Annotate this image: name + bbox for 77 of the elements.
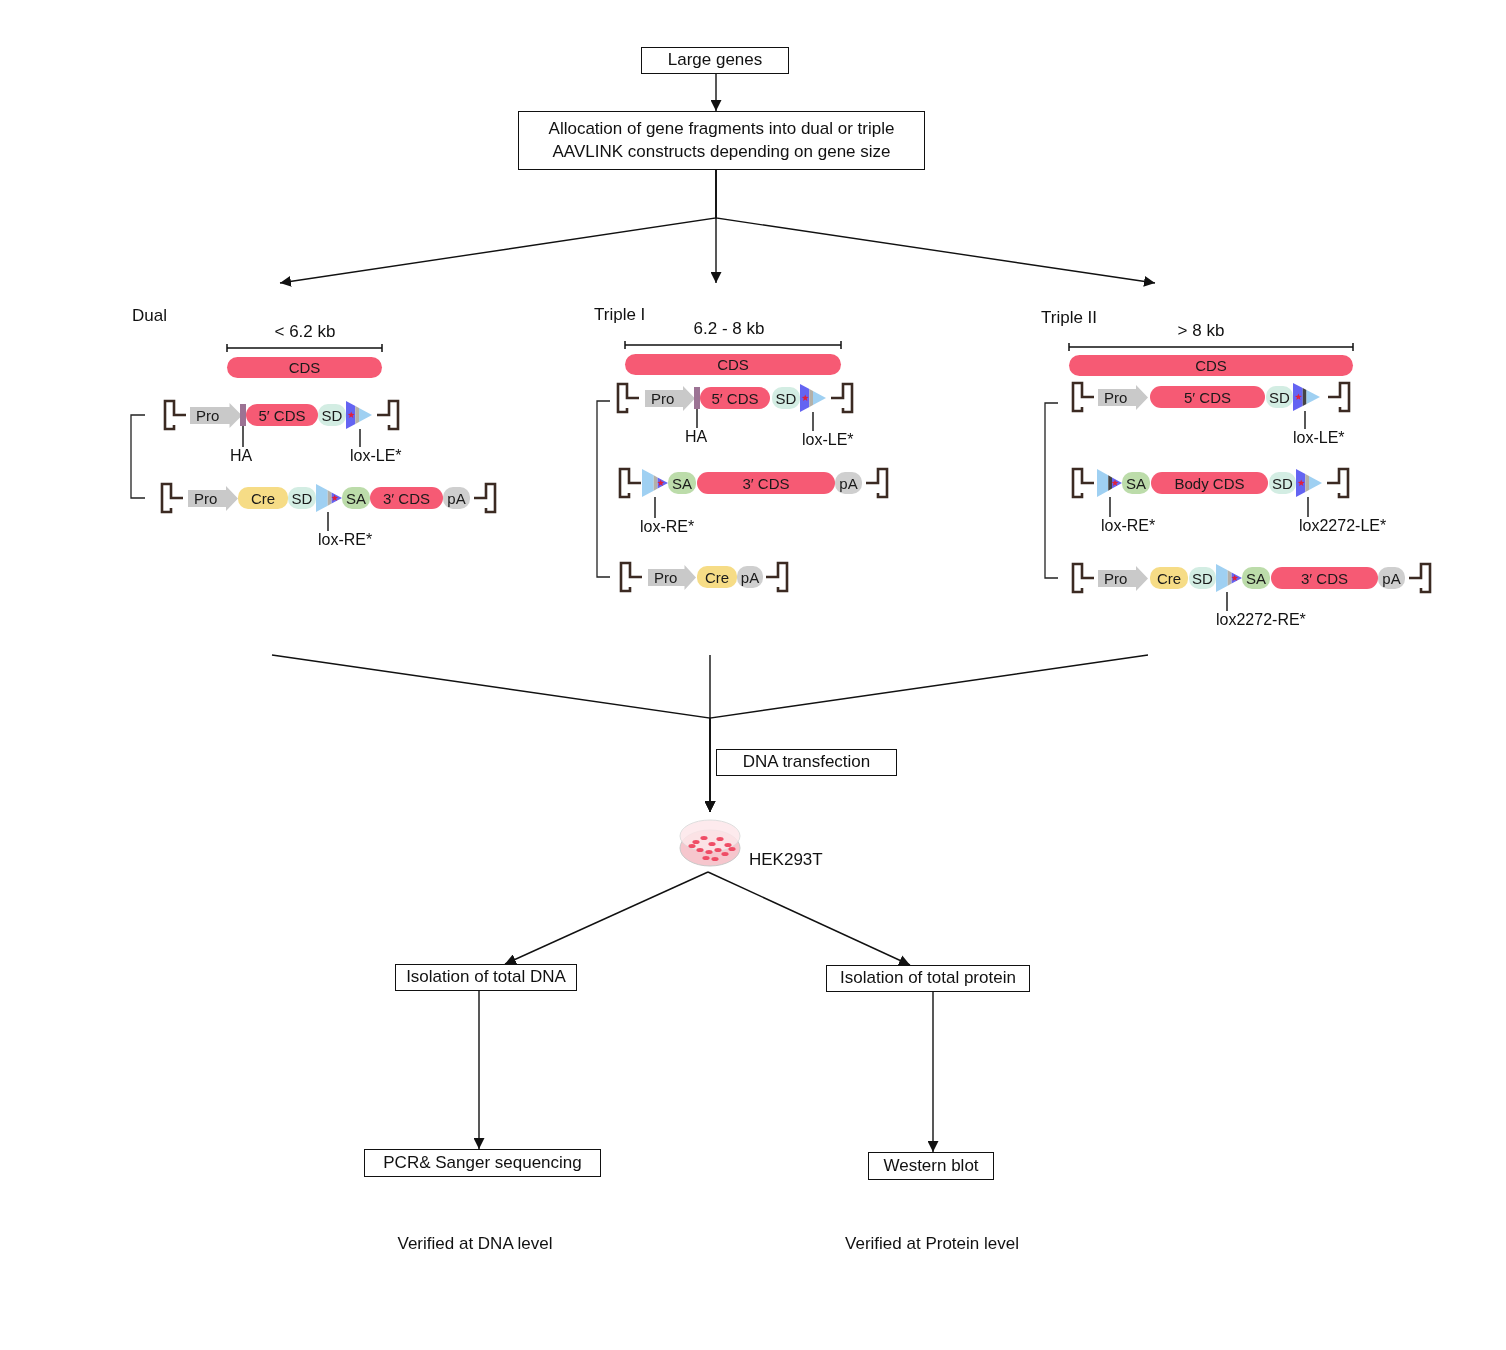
site-label: HA — [685, 428, 708, 446]
leader-line — [1304, 410, 1306, 430]
dimension-label: > 8 kb — [1177, 321, 1225, 341]
arrow — [710, 73, 722, 112]
coding-sequence-segment: CDS — [227, 357, 382, 378]
leader-line — [1109, 496, 1111, 518]
result-note: Verified at DNA level — [397, 1234, 553, 1254]
site-label: lox-LE* — [1293, 429, 1345, 447]
coding-sequence-segment: 5′ CDS — [246, 404, 318, 426]
leader-line — [1226, 591, 1228, 612]
cre-segment: Cre — [1150, 567, 1188, 589]
site-label: lox-RE* — [1101, 517, 1156, 535]
process-box: PCR& Sanger sequencing — [364, 1149, 601, 1177]
splice-acceptor-segment: SA — [668, 472, 696, 494]
promoter-element: Pro — [1098, 385, 1148, 410]
ha-tag-segment — [240, 404, 246, 426]
promoter-element: Pro — [648, 565, 696, 590]
splice-donor-segment: SD — [318, 404, 346, 426]
leader-line — [654, 496, 656, 519]
cre-segment: Cre — [238, 487, 288, 509]
panel-title: Triple II — [1041, 308, 1098, 328]
site-label: lox2272-LE* — [1299, 517, 1387, 535]
promoter-element: Pro — [190, 403, 242, 428]
splice-donor-segment: SD — [772, 387, 800, 409]
promoter-element: Pro — [1098, 566, 1148, 591]
site-label: lox-LE* — [350, 447, 402, 465]
process-box: Isolation of total protein — [826, 965, 1030, 992]
coding-sequence-segment: 3′ CDS — [697, 472, 835, 494]
arrow — [715, 169, 1156, 287]
site-label: lox2272-RE* — [1216, 611, 1306, 629]
site-label: lox-RE* — [640, 518, 695, 536]
ha-tag-segment — [694, 387, 700, 409]
site-label: lox-RE* — [318, 531, 373, 549]
site-label: lox-LE* — [802, 431, 854, 449]
process-box: Western blot — [868, 1152, 994, 1180]
coding-sequence-segment: 3′ CDS — [1271, 567, 1378, 589]
cre-segment: Cre — [697, 566, 737, 588]
leader-line — [696, 408, 698, 429]
polya-segment: pA — [737, 566, 763, 588]
polya-segment: pA — [835, 472, 862, 494]
process-box: Isolation of total DNA — [395, 964, 577, 991]
panel-title: Triple I — [594, 305, 646, 325]
splice-acceptor-segment: SA — [1242, 567, 1270, 589]
leader-line — [359, 428, 361, 448]
splice-donor-segment: SD — [1266, 386, 1293, 408]
leader-line — [812, 411, 814, 432]
coding-sequence-segment: Body CDS — [1151, 472, 1268, 494]
promoter-element: Pro — [645, 386, 695, 411]
splice-acceptor-segment: SA — [1122, 472, 1150, 494]
leader-line — [327, 511, 329, 532]
coding-sequence-segment: 5′ CDS — [700, 387, 770, 409]
process-box: Large genes — [641, 47, 789, 74]
splice-donor-segment: SD — [288, 487, 316, 509]
cell-line-label: HEK293T — [749, 851, 823, 869]
polya-segment: pA — [443, 487, 470, 509]
polya-segment: pA — [1378, 567, 1405, 589]
arrow — [707, 871, 911, 966]
leader-line — [1307, 496, 1309, 518]
splice-donor-segment: SD — [1269, 472, 1296, 494]
coding-sequence-segment: 3′ CDS — [370, 487, 443, 509]
process-box: DNA transfection — [716, 749, 897, 776]
panel-title: Dual — [132, 306, 167, 326]
process-box: Allocation of gene fragments into dual or triple AAVLINK constructs depending on gene size — [518, 111, 925, 170]
dimension-label: 6.2 - 8 kb — [693, 319, 765, 339]
arrow — [704, 654, 1149, 813]
coding-sequence-segment: 5′ CDS — [1150, 386, 1265, 408]
promoter-element: Pro — [188, 486, 238, 511]
coding-sequence-segment: CDS — [1069, 355, 1353, 376]
splice-donor-segment: SD — [1189, 567, 1216, 589]
result-note: Verified at Protein level — [845, 1234, 1019, 1254]
splice-acceptor-segment: SA — [342, 487, 370, 509]
coding-sequence-segment: CDS — [625, 354, 841, 375]
arrow — [504, 871, 709, 965]
arrow — [927, 991, 939, 1153]
arrow — [473, 990, 485, 1150]
site-label: HA — [230, 447, 253, 465]
dimension-label: < 6.2 kb — [274, 322, 336, 342]
